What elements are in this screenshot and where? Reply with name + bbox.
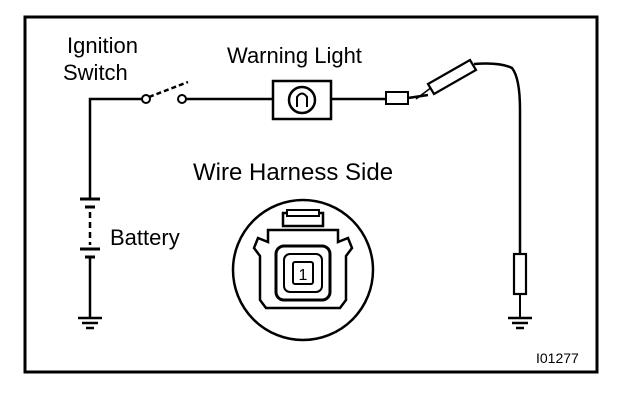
ignition-label-line2: Switch <box>63 60 128 85</box>
inline-connector <box>385 91 409 105</box>
battery-icon <box>80 197 100 259</box>
figure-code-label: I01277 <box>536 350 579 366</box>
probe-lead-wire <box>473 62 522 254</box>
connector-icon <box>231 198 375 342</box>
left-wire <box>88 97 143 198</box>
upper-probe-icon <box>415 58 478 100</box>
connector-to-probe-wire <box>407 93 429 100</box>
wire-harness-side-label: Wire Harness Side <box>193 159 393 186</box>
bulb-icon <box>271 79 333 121</box>
connector-pin-number: 1 <box>299 267 308 284</box>
open-switch-icon <box>141 80 189 104</box>
lower-probe-icon <box>512 252 528 318</box>
ground-icon <box>78 316 102 330</box>
diagram-frame <box>23 15 599 374</box>
ignition-label-line1: Ignition <box>67 33 138 58</box>
battery-label: Battery <box>110 225 180 250</box>
ground-icon <box>508 316 532 330</box>
warning-light-label: Warning Light <box>227 43 362 68</box>
